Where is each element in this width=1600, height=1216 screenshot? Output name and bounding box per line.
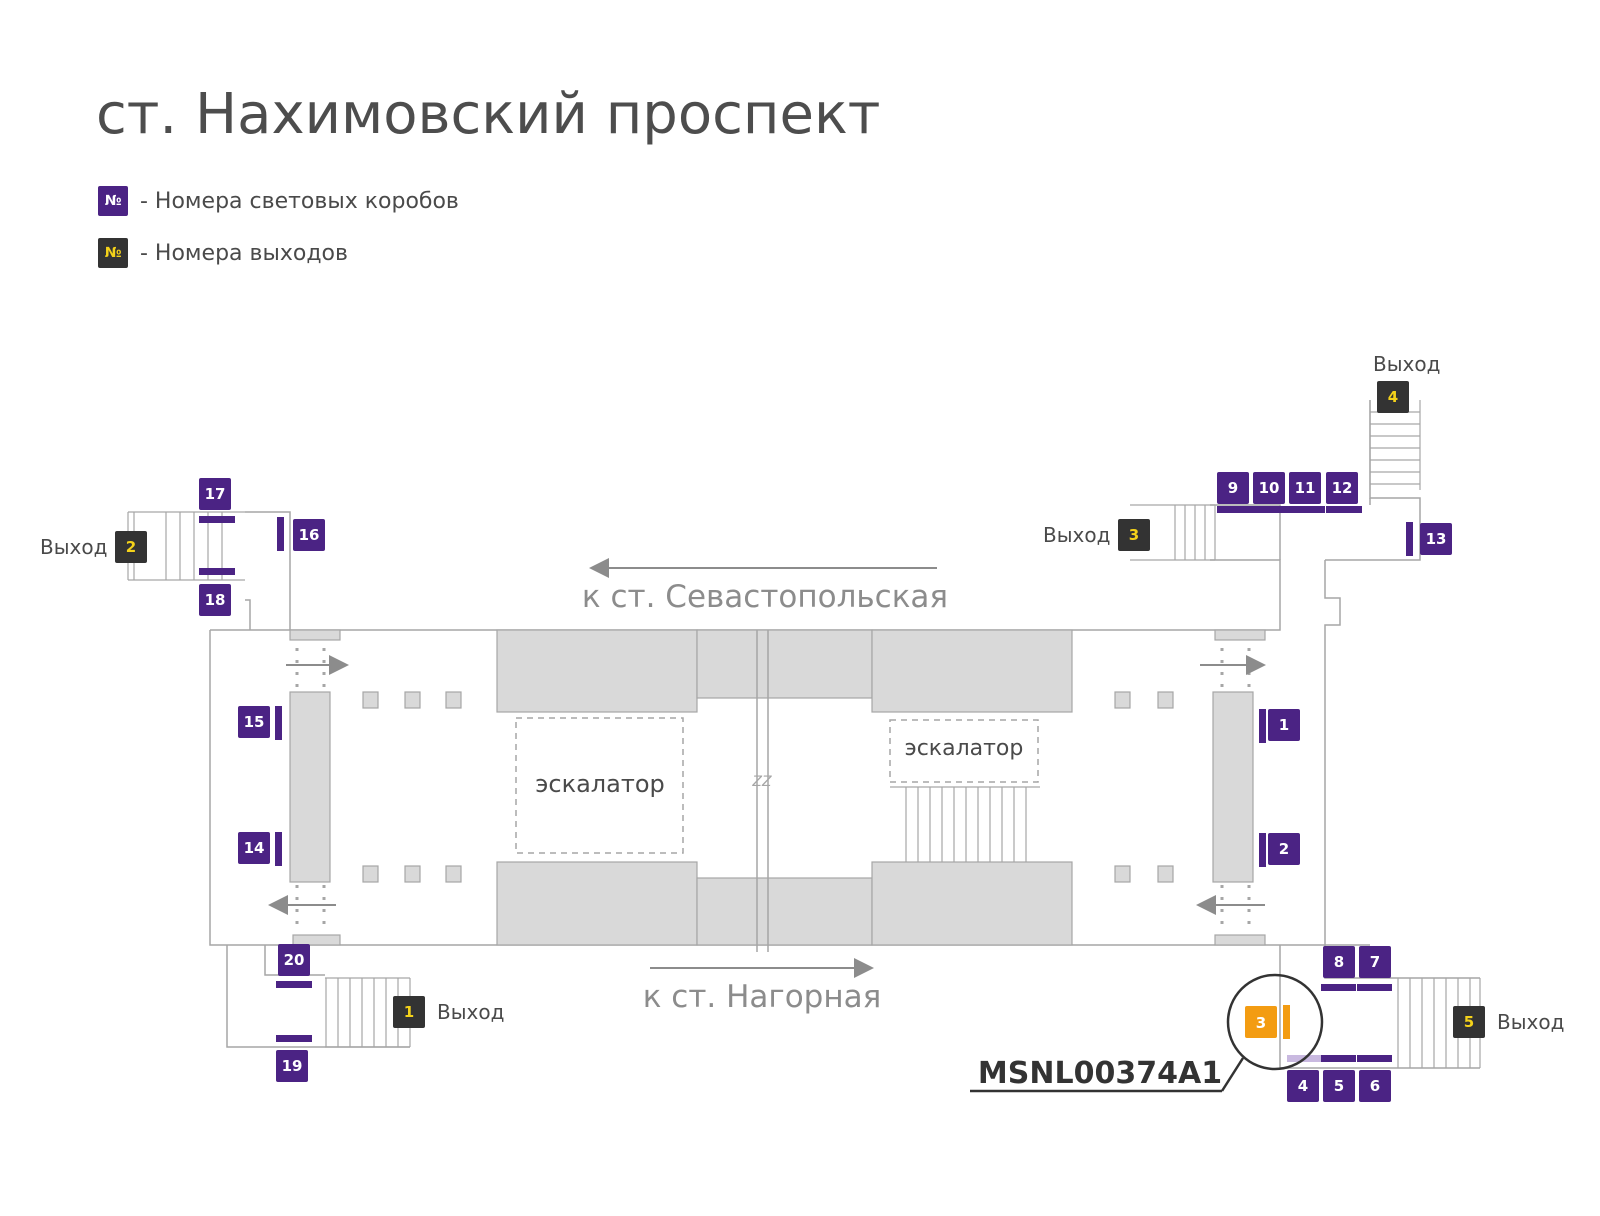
lightbox-badge-11: 11 bbox=[1289, 472, 1321, 504]
platform-blocks bbox=[289, 629, 1266, 946]
direction-label-upper: к ст. Севастопольская bbox=[582, 579, 948, 615]
exit-label-4: Выход bbox=[1373, 352, 1441, 376]
lightbox-badge-18: 18 bbox=[199, 584, 231, 616]
track-gap: ZZ bbox=[751, 630, 772, 952]
exit-label-1: Выход bbox=[437, 1000, 505, 1024]
stairs-exit-1 bbox=[325, 977, 411, 1048]
highlight-box-number: 3 bbox=[1256, 1014, 1266, 1032]
lightbox-badge-6: 6 bbox=[1359, 1070, 1391, 1102]
direction-label-lower: к ст. Нагорная bbox=[643, 979, 882, 1015]
lightbox-badge-1: 1 bbox=[1268, 709, 1300, 741]
exit-badge-3: 3 bbox=[1118, 519, 1150, 551]
legend-boxes: № - Номера световых коробов bbox=[98, 186, 459, 216]
lightbox-badge-14: 14 bbox=[238, 832, 270, 864]
lightbox-badge-12: 12 bbox=[1326, 472, 1358, 504]
lightbox-badge-17: 17 bbox=[199, 478, 231, 510]
legend-box-label: - Номера световых коробов bbox=[140, 188, 459, 214]
svg-text:ZZ: ZZ bbox=[751, 774, 772, 790]
station-title: ст. Нахимовский проспект bbox=[96, 82, 881, 147]
escalator-left-area bbox=[515, 717, 684, 854]
exit-badge-1: 1 bbox=[393, 996, 425, 1028]
legend-box-swatch: № bbox=[98, 186, 128, 216]
lightbox-badge-2: 2 bbox=[1268, 833, 1300, 865]
columns bbox=[362, 691, 1174, 883]
highlight-code: MSNL00374A1 bbox=[978, 1056, 1222, 1091]
escalator-right-area bbox=[889, 719, 1039, 783]
lightbox-badge-7: 7 bbox=[1359, 946, 1391, 978]
flow-arrows bbox=[268, 655, 1266, 915]
lightbox-badge-9: 9 bbox=[1217, 472, 1249, 504]
escalator-right-label: эскалатор bbox=[905, 736, 1024, 761]
lightbox-badge-5: 5 bbox=[1323, 1070, 1355, 1102]
escalator-left-label: эскалатор bbox=[535, 770, 665, 798]
highlight-box bbox=[1245, 1006, 1277, 1038]
lightbox-badge-10: 10 bbox=[1253, 472, 1285, 504]
exit-label-2: Выход bbox=[40, 535, 108, 559]
highlight-marker: 3 MSNL00374A1 bbox=[970, 973, 1324, 1093]
lightbox-badge-16: 16 bbox=[293, 519, 325, 551]
stairs-exit-4 bbox=[1369, 400, 1421, 490]
lightbox-badge-4: 4 bbox=[1287, 1070, 1319, 1102]
exit-badge-5: 5 bbox=[1453, 1006, 1485, 1038]
lightbox-badge-19: 19 bbox=[276, 1050, 308, 1082]
exit-badge-2: 2 bbox=[115, 531, 147, 563]
legend-exit-swatch: № bbox=[98, 238, 128, 268]
lightbox-bars bbox=[199, 506, 1413, 1062]
exit-label-5: Выход bbox=[1497, 1010, 1565, 1034]
exit-label-3: Выход bbox=[1043, 523, 1111, 547]
exit-badge-4: 4 bbox=[1377, 381, 1409, 413]
legend-exits: № - Номера выходов bbox=[98, 238, 348, 268]
lightbox-badge-13: 13 bbox=[1420, 523, 1452, 555]
legend-exit-label: - Номера выходов bbox=[140, 240, 348, 266]
lightbox-badge-20: 20 bbox=[278, 944, 310, 976]
stairs-exit-3 bbox=[1130, 504, 1216, 561]
escalator-right-steps bbox=[890, 786, 1040, 862]
lightbox-badge-8: 8 bbox=[1323, 946, 1355, 978]
lightbox-badge-15: 15 bbox=[238, 706, 270, 738]
